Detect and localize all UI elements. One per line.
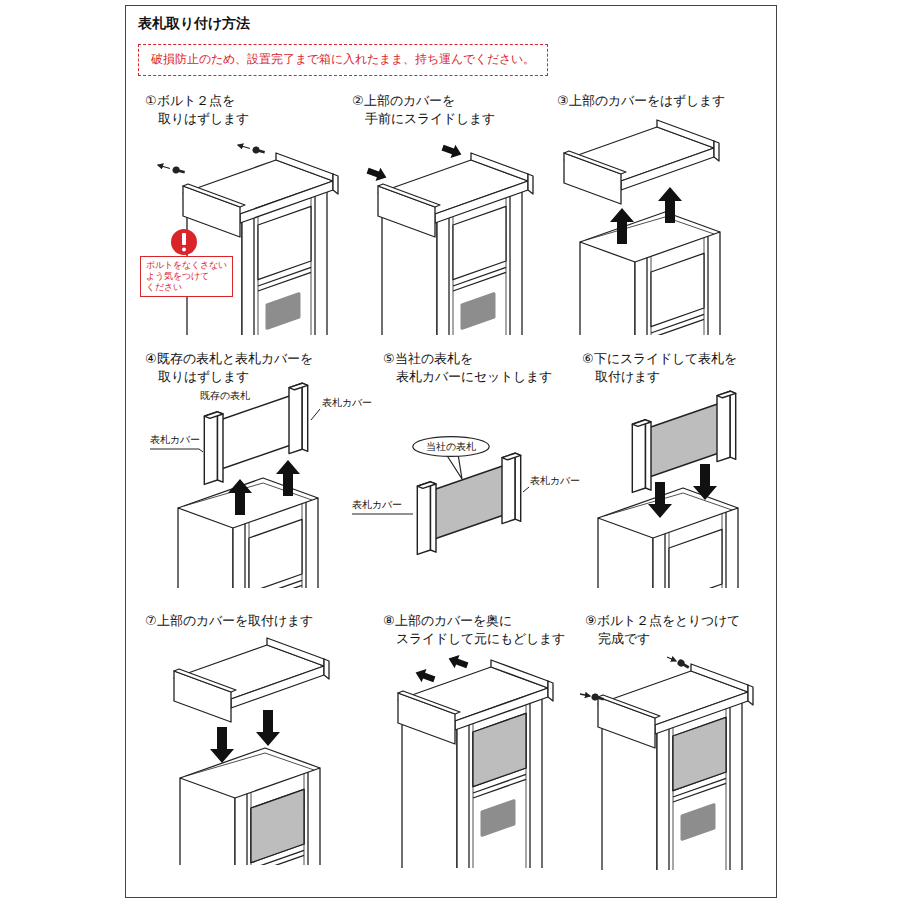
attach-arrow <box>667 657 676 661</box>
speech-bubble: 当社の表札 <box>412 436 490 457</box>
warning-icon <box>171 229 197 255</box>
notice-box: 破損防止のため、設置完了まで箱に入れたまま、持ち運んでください。 <box>138 44 548 76</box>
step-caption: ③上部のカバーをはずします <box>557 92 725 110</box>
pillar <box>180 748 320 900</box>
top-cover <box>174 638 329 722</box>
pillar <box>598 664 753 886</box>
step-caption: ⑦上部のカバーを取付けます <box>145 612 313 630</box>
part-name: 既存の表札 <box>200 389 250 402</box>
leader-line <box>352 514 413 515</box>
insert-arrow <box>693 464 717 500</box>
insert-arrow <box>648 482 672 518</box>
remove-arrow <box>238 145 250 149</box>
step-caption: ②上部のカバーを 手前にスライドします <box>352 92 495 127</box>
pillar <box>398 660 553 882</box>
lift-arrow <box>276 460 300 496</box>
bubble-ellipse <box>413 437 489 457</box>
lift-arrow <box>658 187 682 223</box>
top-cover <box>564 120 719 204</box>
part-name: 表札カバー <box>352 498 402 511</box>
bolt <box>172 166 186 176</box>
slide-arrow <box>446 652 470 672</box>
bolt <box>252 146 266 156</box>
leader-line <box>523 487 529 492</box>
diagram-title: 表札取り付け方法 <box>138 15 250 33</box>
slide-arrow <box>440 141 464 161</box>
pillar <box>580 212 720 422</box>
step-caption: ④既存の表札と表札カバーを 取りはずします <box>145 350 313 385</box>
node-text: 破損防止のため、設置完了まで箱に入れたまま、持ち運んでください。 <box>151 52 535 68</box>
pillar <box>378 153 533 375</box>
leader-line <box>311 409 320 420</box>
insert-arrow <box>210 727 234 763</box>
new-nameplate <box>632 391 735 492</box>
step-caption: ⑧上部のカバーを奥に スライドして元にもどします <box>383 612 565 647</box>
step-caption: ⑥下にスライドして表札を 取付けます <box>582 350 737 385</box>
node-text: 当社の表札 <box>426 440 476 453</box>
lift-arrow <box>610 208 634 244</box>
slide-arrow <box>413 666 437 686</box>
leader-line <box>150 449 203 452</box>
step-caption: ⑤当社の表札を 表札カバーにセットします <box>383 350 552 385</box>
bolt <box>676 658 690 670</box>
part-name: 表札カバー <box>150 433 200 446</box>
part-name: 表札カバー <box>322 396 372 409</box>
step-caption: ⑨ボルト２点をとりつけて 完成です <box>585 612 740 647</box>
pillar <box>598 488 738 698</box>
attach-arrow <box>580 694 590 696</box>
warning-callout: ボルトをなくさない よう気をつけて ください <box>140 256 233 297</box>
lift-arrow <box>228 479 252 515</box>
part-name: 表札カバー <box>530 474 580 487</box>
new-nameplate <box>417 453 520 554</box>
page-frame <box>126 6 777 898</box>
remove-arrow <box>158 165 170 169</box>
node-text: ボルトをなくさない よう気をつけて ください <box>146 260 227 293</box>
insert-arrow <box>256 710 280 746</box>
bolt <box>591 693 605 703</box>
bubble-tail <box>446 454 462 479</box>
step-caption: ①ボルト２点を 取りはずします <box>145 92 249 127</box>
slide-arrow <box>365 164 389 184</box>
